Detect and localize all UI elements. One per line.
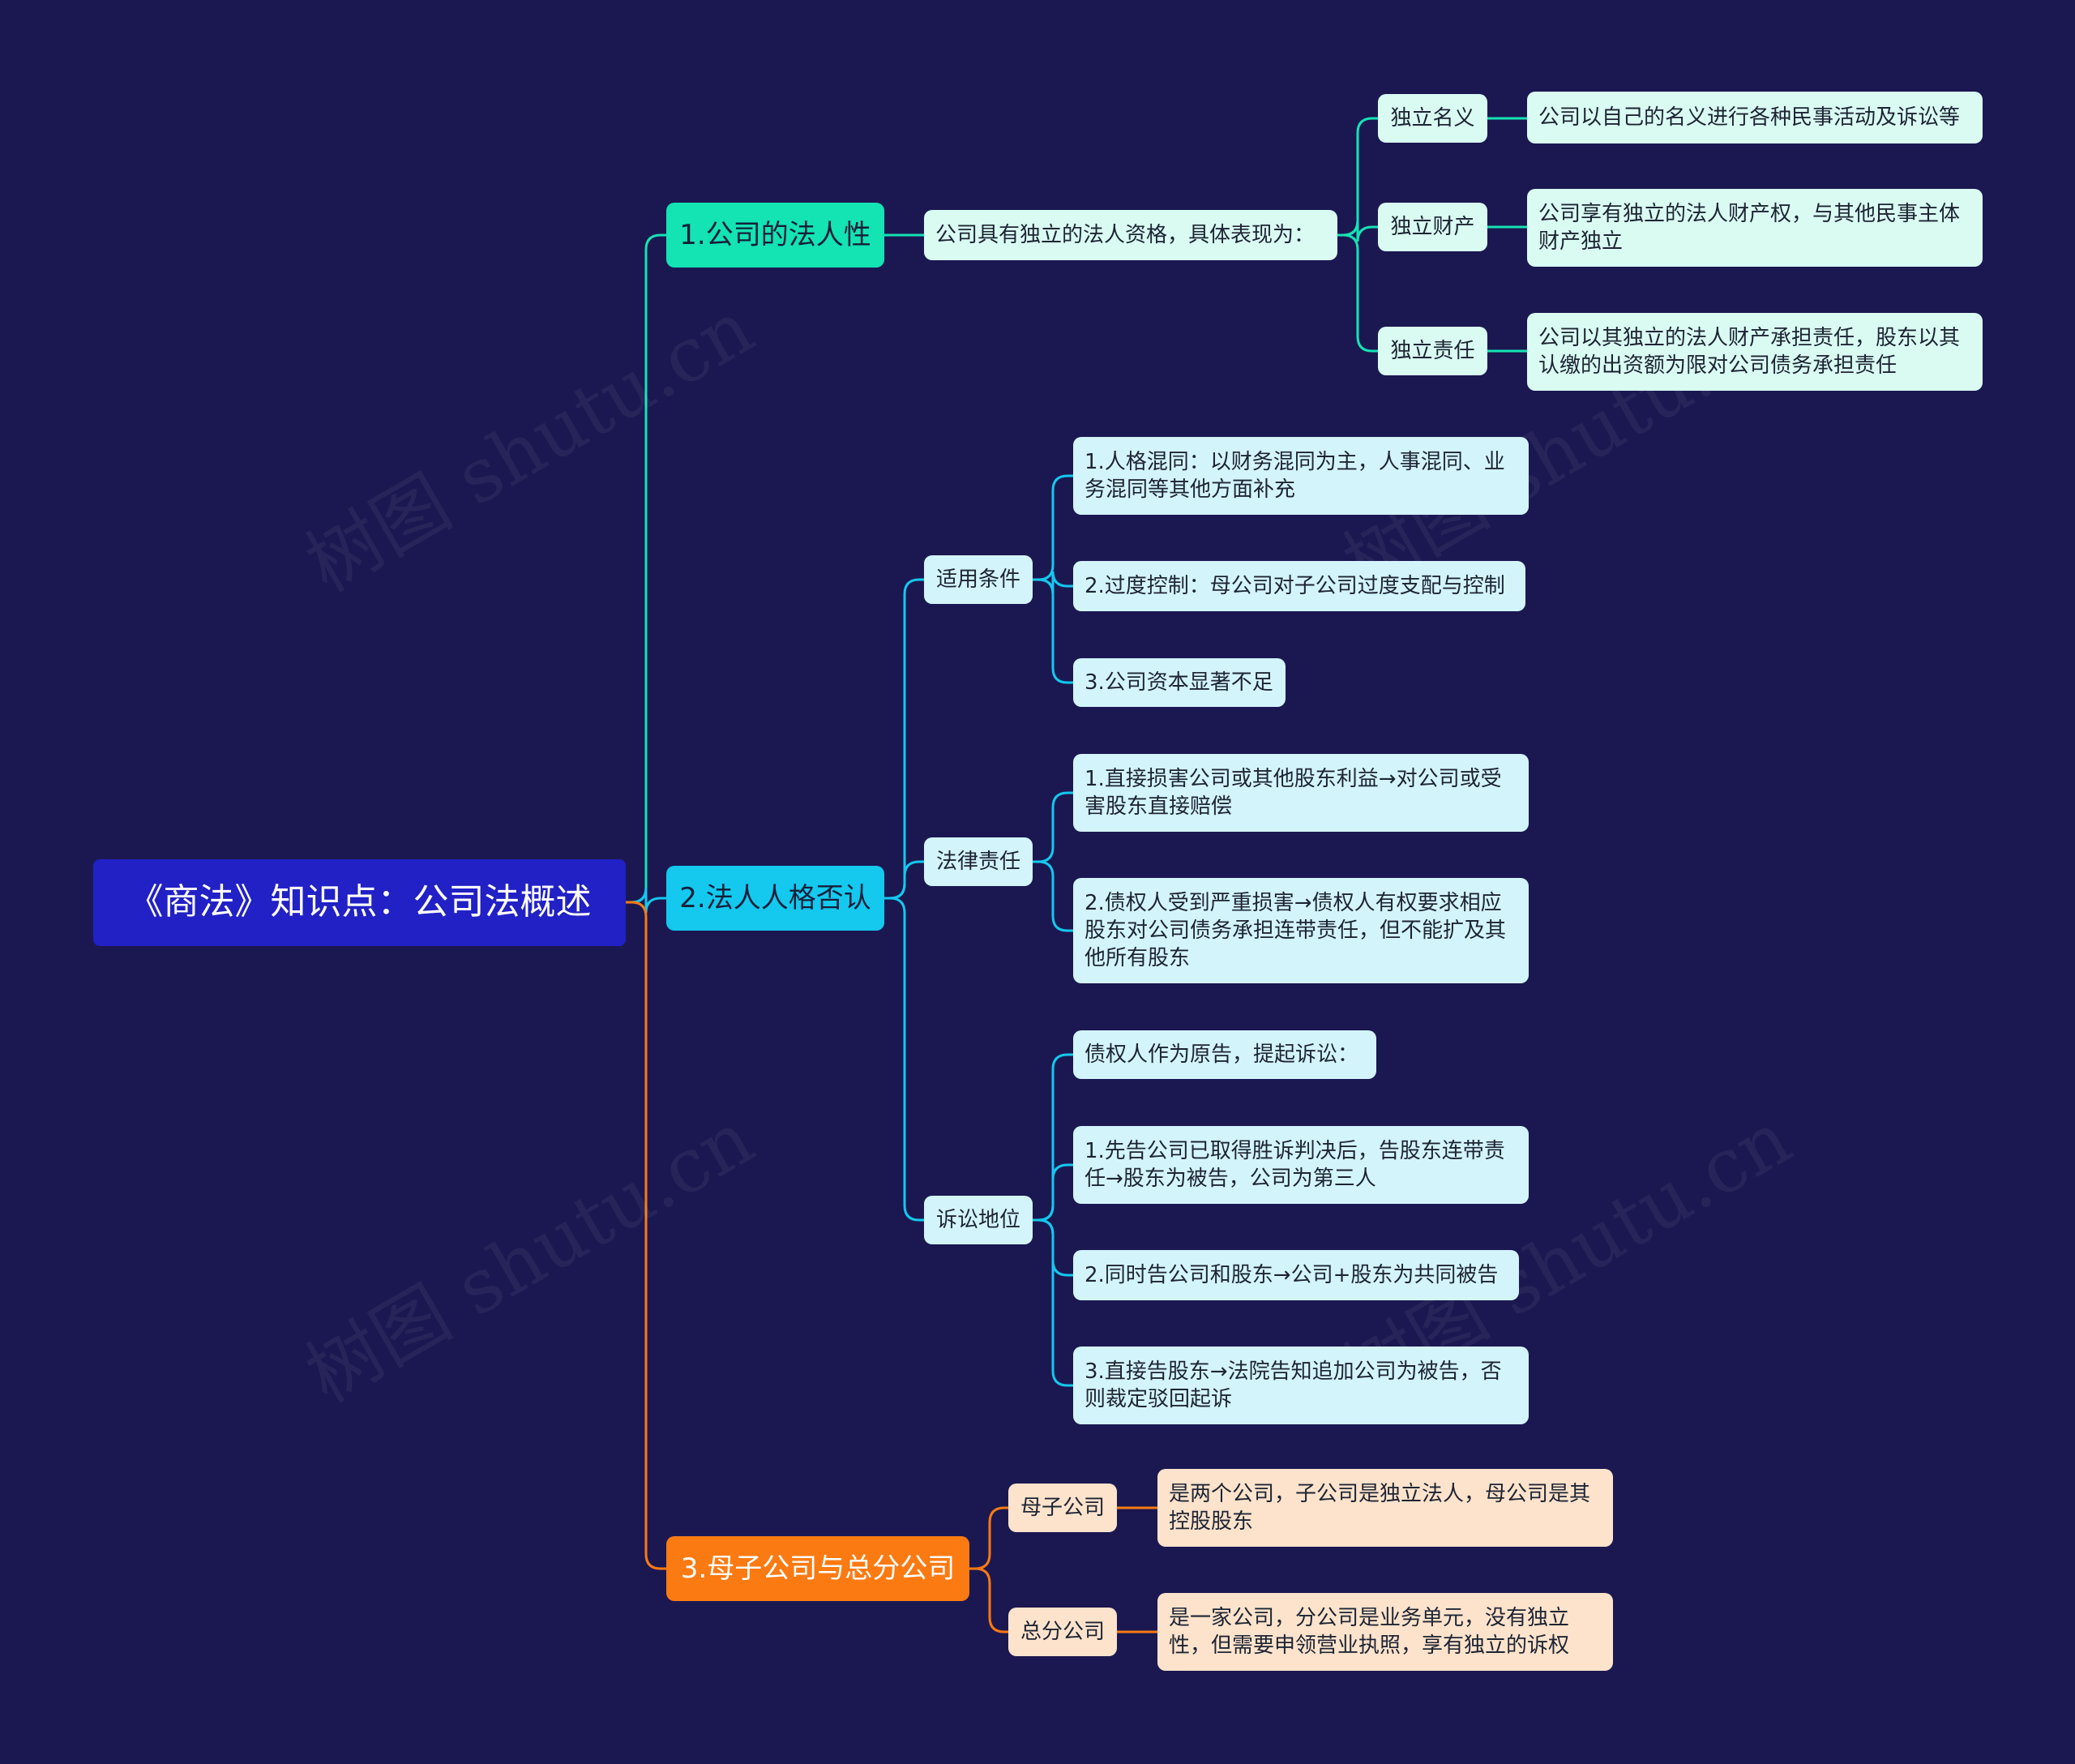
branch-piercing-veil[interactable]: 2.法人人格否认 <box>666 866 884 931</box>
connector-branch2-child-1 <box>884 860 924 900</box>
connector-liability-1 <box>1033 860 1073 932</box>
connector-branch3-child-1 <box>969 1567 1008 1633</box>
connector-liability-0 <box>1033 791 1073 863</box>
connector-root-branch2 <box>626 887 666 914</box>
node-independent-property[interactable]: 独立财产 <box>1378 203 1487 251</box>
item-sue-both[interactable]: 2.同时告公司和股东→公司+股东为共同被告 <box>1073 1250 1519 1300</box>
item-creditor-plaintiff[interactable]: 债权人作为原告，提起诉讼： <box>1073 1030 1376 1079</box>
branch-legal-personality[interactable]: 1.公司的法人性 <box>666 203 884 268</box>
connector-qualification-2 <box>1337 233 1378 353</box>
connector-conditions-0 <box>1033 474 1073 581</box>
item-insufficient-capital[interactable]: 3.公司资本显著不足 <box>1073 658 1286 707</box>
item-personality-confusion[interactable]: 1.人格混同：以财务混同为主，人事混同、业务混同等其他方面补充 <box>1073 437 1529 515</box>
root-topic[interactable]: 《商法》知识点：公司法概述 <box>93 859 626 946</box>
node-litigation-status[interactable]: 诉讼地位 <box>924 1196 1033 1244</box>
connector-qualification-1 <box>1337 220 1378 242</box>
item-creditor-damage[interactable]: 2.债权人受到严重损害→债权人有权要求相应股东对公司债务承担连带责任，但不能扩及… <box>1073 878 1529 983</box>
node-parent-subsidiary[interactable]: 母子公司 <box>1008 1484 1117 1532</box>
item-sue-company-first[interactable]: 1.先告公司已取得胜诉判决后，告股东连带责任→股东为被告，公司为第三人 <box>1073 1126 1529 1204</box>
node-applicable-conditions[interactable]: 适用条件 <box>924 555 1033 604</box>
connector-conditions-2 <box>1033 578 1073 684</box>
branch-parent-branch-company[interactable]: 3.母子公司与总分公司 <box>666 1536 969 1601</box>
node-head-branch[interactable]: 总分公司 <box>1008 1608 1117 1656</box>
item-excessive-control[interactable]: 2.过度控制：母公司对子公司过度支配与控制 <box>1073 561 1525 611</box>
connector-root-branch3 <box>626 901 666 1570</box>
detail-independent-name[interactable]: 公司以自己的名义进行各种民事活动及诉讼等 <box>1527 92 1983 143</box>
node-independent-name[interactable]: 独立名义 <box>1378 94 1487 143</box>
node-independent-liability[interactable]: 独立责任 <box>1378 327 1487 375</box>
connector-branch3-child-0 <box>969 1506 1008 1570</box>
detail-independent-liability[interactable]: 公司以其独立的法人财产承担责任，股东以其认缴的出资额为限对公司债务承担责任 <box>1527 313 1983 391</box>
node-independent-qualification[interactable]: 公司具有独立的法人资格，具体表现为： <box>924 210 1337 260</box>
connector-litigation-1 <box>1033 1163 1073 1222</box>
node-legal-liability[interactable]: 法律责任 <box>924 837 1033 886</box>
detail-parent-subsidiary[interactable]: 是两个公司，子公司是独立法人，母公司是其控股股东 <box>1157 1469 1613 1547</box>
connector-qualification-0 <box>1337 117 1378 237</box>
detail-head-branch[interactable]: 是一家公司，分公司是业务单元，没有独立性，但需要申领营业执照，享有独立的诉权 <box>1157 1593 1613 1671</box>
connector-branch2-child-0 <box>884 578 924 900</box>
item-direct-damage[interactable]: 1.直接损害公司或其他股东利益→对公司或受害股东直接赔偿 <box>1073 754 1529 832</box>
detail-independent-property[interactable]: 公司享有独立的法人财产权，与其他民事主体财产独立 <box>1527 189 1983 267</box>
connector-branch2-child-2 <box>884 897 924 1222</box>
connector-litigation-3 <box>1033 1218 1073 1387</box>
item-sue-shareholder-directly[interactable]: 3.直接告股东→法院告知追加公司为被告，否则裁定驳回起诉 <box>1073 1347 1529 1424</box>
